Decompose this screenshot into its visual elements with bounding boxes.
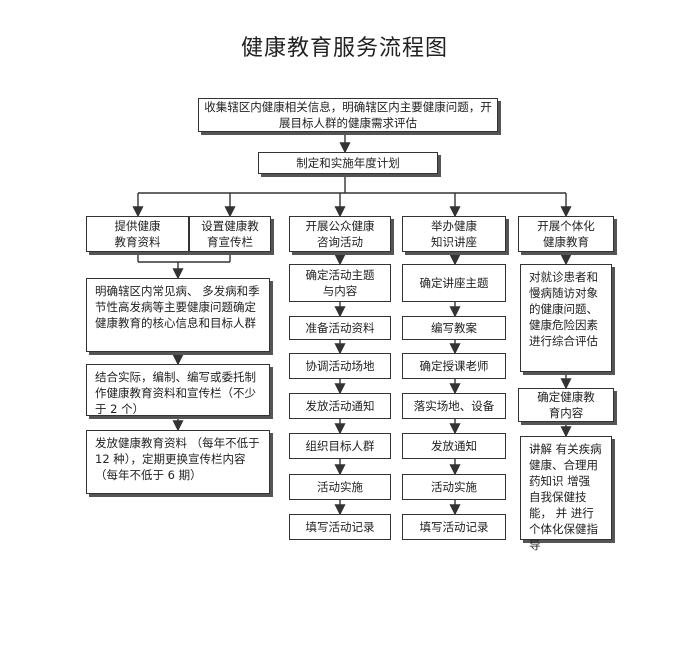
col2-step-3: 协调活动场地 (289, 353, 391, 379)
bulletin-board-text: 设置健康教 育宣传栏 (201, 219, 259, 249)
edu-content-box: 确定健康教 育内容 (518, 388, 614, 422)
col2-step-3-text: 协调活动场地 (305, 359, 375, 373)
col2-step-7: 填写活动记录 (289, 514, 391, 540)
collect-info-box: 收集辖区内健康相关信息，明确辖区内主要健康问题，开展目标人群的健康需求评估 (198, 98, 498, 132)
assess-patients-box: 对就诊患者和慢病随访对象的健康问题、健康危险因素进行综合评估 (520, 264, 612, 372)
annual-plan-box: 制定和实施年度计划 (258, 152, 438, 174)
page-title: 健康教育服务流程图 (240, 36, 448, 61)
col3-step-1: 确定讲座主题 (402, 264, 506, 302)
col3-step-7: 填写活动记录 (402, 514, 506, 540)
provide-materials-box: 提供健康 教育资料 (86, 216, 189, 252)
assess-patients-text: 对就诊患者和慢病随访对象的健康问题、健康危险因素进行综合评估 (529, 270, 598, 348)
edu-content-text: 确定健康教 育内容 (537, 390, 595, 420)
col2-step-6-text: 活动实施 (317, 480, 363, 494)
col2-step-2-text: 准备活动资料 (305, 321, 375, 335)
col2-step-5: 组织目标人群 (289, 433, 391, 459)
lecture-head-text: 举办健康 知识讲座 (431, 219, 477, 249)
identify-issues-box: 明确辖区内常见病、 多发病和季节性高发病等主要健康问题确定健康教育的核心信息和目… (86, 278, 270, 352)
col3-step-6-text: 活动实施 (431, 480, 477, 494)
col3-step-4-text: 落实场地、设备 (413, 399, 495, 413)
col3-step-2-text: 编写教案 (431, 321, 477, 335)
col2-step-4-text: 发放活动通知 (305, 399, 375, 413)
col3-step-5: 发放通知 (402, 433, 506, 459)
identify-issues-text: 明确辖区内常见病、 多发病和季节性高发病等主要健康问题确定健康教育的核心信息和目… (95, 284, 260, 330)
col3-step-5-text: 发放通知 (431, 439, 477, 453)
guidance-text: 讲解 有关疾病健康、合理用 药知识 增强 自我保健技 能， 并 进行 个体化保健… (529, 442, 602, 552)
lecture-head: 举办健康 知识讲座 (402, 216, 506, 252)
individual-edu-head: 开展个体化 健康教育 (518, 216, 614, 252)
distribute-materials-text: 发放健康教育资料 （每年不低于 12 种），定期更换宣传栏内容（每年不低于 6 … (95, 436, 260, 482)
col3-step-3-text: 确定授课老师 (419, 359, 489, 373)
individual-edu-head-text: 开展个体化 健康教育 (537, 219, 595, 249)
col2-step-4: 发放活动通知 (289, 393, 391, 419)
provide-materials-text: 提供健康 教育资料 (114, 219, 161, 249)
distribute-materials-box: 发放健康教育资料 （每年不低于 12 种），定期更换宣传栏内容（每年不低于 6 … (86, 430, 270, 494)
collect-info-text: 收集辖区内健康相关信息，明确辖区内主要健康问题，开展目标人群的健康需求评估 (204, 100, 492, 130)
col2-step-1-text: 确定活动主题 与内容 (305, 268, 375, 298)
public-consult-head-text: 开展公众健康 咨询活动 (305, 219, 375, 249)
col2-step-2: 准备活动资料 (289, 316, 391, 340)
col3-step-7-text: 填写活动记录 (419, 520, 489, 534)
col3-step-1-text: 确定讲座主题 (419, 276, 489, 290)
compile-materials-text: 结合实际，编制、编写或委托制作健康教育资料和宣传栏（不少于 2 个） (95, 370, 256, 416)
col3-step-2: 编写教案 (402, 316, 506, 340)
col2-step-7-text: 填写活动记录 (305, 520, 375, 534)
col2-step-6: 活动实施 (289, 474, 391, 500)
public-consult-head: 开展公众健康 咨询活动 (289, 216, 391, 252)
compile-materials-box: 结合实际，编制、编写或委托制作健康教育资料和宣传栏（不少于 2 个） (86, 364, 270, 416)
col2-step-1: 确定活动主题 与内容 (289, 264, 391, 302)
col3-step-4: 落实场地、设备 (402, 393, 506, 419)
col3-step-6: 活动实施 (402, 474, 506, 500)
annual-plan-text: 制定和实施年度计划 (296, 156, 400, 170)
guidance-box: 讲解 有关疾病健康、合理用 药知识 增强 自我保健技 能， 并 进行 个体化保健… (520, 436, 612, 552)
col3-step-3: 确定授课老师 (402, 353, 506, 379)
bulletin-board-box: 设置健康教 育宣传栏 (189, 216, 271, 252)
col2-step-5-text: 组织目标人群 (305, 439, 375, 453)
